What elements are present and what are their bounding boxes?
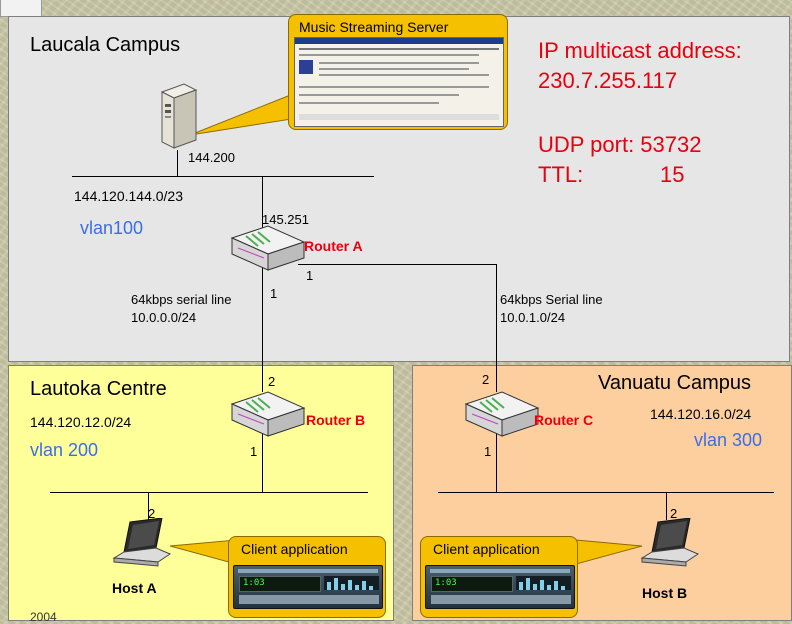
server-callout: Music Streaming Server [288,14,508,130]
host-b-label: Host B [642,585,688,601]
link-ac-label: 64kbps Serial line [500,292,603,307]
host-b-player-thumbnail: 1:03 [425,565,575,609]
laucala-lan-bus [72,176,374,177]
router-a-lan-line [262,177,263,233]
host-b-port: 2 [670,506,678,521]
corner-logo [0,0,42,17]
lautoka-subnet: 144.120.12.0/24 [30,414,132,430]
vanuatu-lan-bus [438,492,774,493]
router-c-lan-line [496,430,497,493]
server-drop-line [177,150,178,177]
router-a-port-right: 1 [306,268,314,283]
router-c-port-top: 2 [482,372,490,387]
ttl-value: 15 [660,162,685,187]
host-b-callout-title: Client application [433,541,540,557]
laucala-vlan: vlan100 [80,218,144,238]
router-a-port-left: 1 [270,286,278,301]
host-a-callout-title: Client application [241,541,348,557]
server-callout-pointer [190,91,299,136]
server-window-thumbnail [294,37,504,127]
router-c-port-bottom: 1 [484,444,492,459]
link-ac-subnet: 10.0.1.0/24 [500,310,566,325]
host-a-player-time: 1:03 [243,578,265,588]
serial-link-a-c [298,264,496,265]
udp-port-label: UDP port: 53732 [538,132,702,157]
link-ab-label: 64kbps serial line [131,292,232,307]
lautoka-lan-bus [50,492,368,493]
host-b-drop-line [666,492,667,520]
vanuatu-subnet: 144.120.16.0/24 [650,406,752,422]
host-a-port: 2 [148,506,156,521]
multicast-address-label: IP multicast address: [538,38,742,63]
host-a-laptop-icon [112,518,172,567]
lautoka-vlan: vlan 200 [30,440,99,460]
host-b-callout-pointer [576,539,643,565]
multicast-address-value: 230.7.255.117 [538,68,678,93]
server-callout-title: Music Streaming Server [299,19,449,35]
router-b-port-top: 2 [268,374,276,389]
laucala-campus-title: Laucala Campus [30,34,181,56]
laucala-subnet: 144.120.144.0/23 [74,188,183,204]
router-b-lan-line [262,430,263,493]
router-a-lan-ip: 145.251 [262,212,309,227]
link-ab-subnet: 10.0.0.0/24 [131,310,197,325]
host-b-player-time: 1:03 [435,578,457,588]
serial-link-a-b [262,268,263,392]
host-a-drop-line [148,492,149,520]
router-b-icon [230,391,306,437]
footer-year: 2004 [30,610,57,624]
host-b-callout: Client application 1:03 [420,536,578,618]
lautoka-centre-title: Lautoka Centre [30,378,167,400]
router-b-label: Router B [306,412,366,428]
serial-link-a-c-drop [496,264,497,392]
vanuatu-campus-title: Vanuatu Campus [598,372,752,394]
router-a-icon [230,225,306,271]
router-c-label: Router C [534,412,594,428]
host-a-label: Host A [112,580,157,596]
host-a-player-thumbnail: 1:03 [233,565,383,609]
ttl-label: TTL: [538,162,584,187]
host-b-laptop-icon [640,518,700,567]
server-ip: 144.200 [188,150,235,165]
router-b-port-bottom: 1 [250,444,258,459]
host-a-callout: Client application 1:03 [228,536,386,618]
router-c-icon [464,391,540,437]
router-a-label: Router A [304,238,363,254]
server-icon [160,83,198,149]
vanuatu-vlan: vlan 300 [694,430,763,450]
